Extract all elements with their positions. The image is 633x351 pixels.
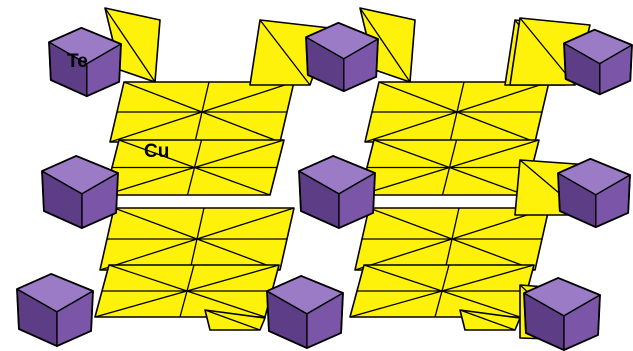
cu-slab-top-0 [110, 82, 294, 142]
te-octahedron-4 [299, 156, 375, 228]
cu-slab-low-0 [100, 208, 294, 270]
te-octahedron-6 [17, 274, 93, 346]
te-octahedron-3 [42, 156, 118, 228]
cu-slab-mid-0 [105, 140, 284, 195]
cu-slab-top-1 [365, 82, 549, 142]
cu-slab-bot-0 [95, 265, 279, 317]
cu-slab-bot-1 [350, 265, 534, 317]
te-octahedron-0 [49, 28, 121, 96]
cu-slab-mid-1 [360, 140, 539, 195]
te-octahedron-7 [267, 276, 343, 348]
cu-slab-low-1 [355, 208, 549, 270]
te-octahedron-5 [558, 159, 630, 227]
